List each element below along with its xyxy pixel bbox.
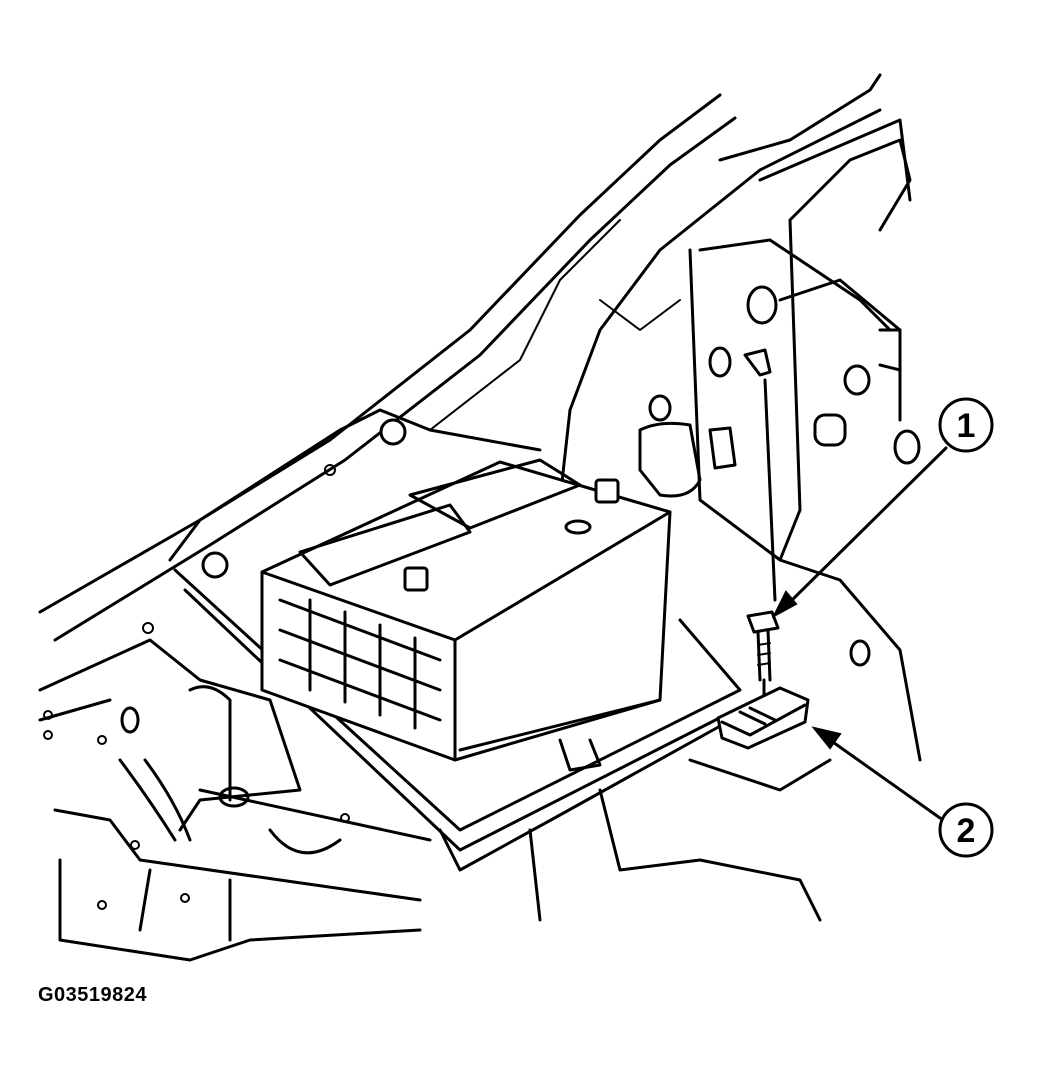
positive-terminal xyxy=(403,566,429,592)
inner-fender-structure xyxy=(638,118,922,762)
callout-2-label: 2 xyxy=(957,812,976,850)
callout-2: 2 xyxy=(811,726,994,858)
negative-terminal xyxy=(594,478,620,504)
battery xyxy=(260,458,672,762)
frame-and-cable xyxy=(38,464,432,962)
callout-1: 1 xyxy=(771,397,994,619)
figure-id-label: G03519824 xyxy=(38,984,148,1006)
wheelwell xyxy=(528,758,832,922)
callout-1-label: 1 xyxy=(957,407,976,445)
bolt xyxy=(746,610,780,707)
hold-down-clamp xyxy=(716,686,810,750)
